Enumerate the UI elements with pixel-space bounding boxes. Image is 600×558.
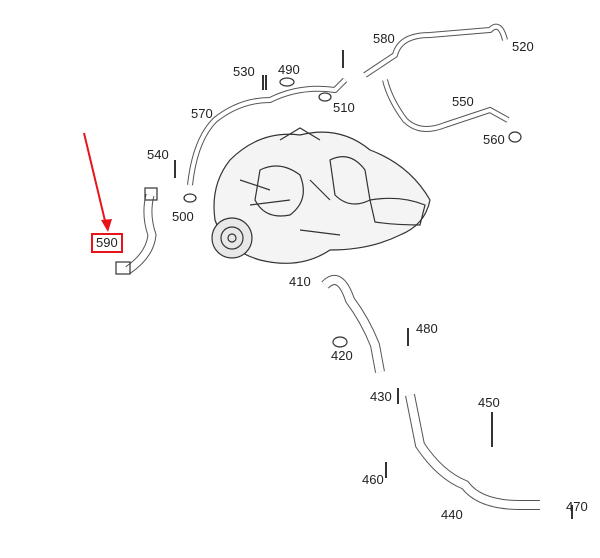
label-590-highlighted: 590 bbox=[91, 233, 123, 253]
label-480: 480 bbox=[416, 321, 438, 336]
label-500: 500 bbox=[172, 209, 194, 224]
label-580: 580 bbox=[373, 31, 395, 46]
label-560: 560 bbox=[483, 132, 505, 147]
label-570: 570 bbox=[191, 106, 213, 121]
label-470: 470 bbox=[566, 499, 588, 514]
label-450: 450 bbox=[478, 395, 500, 410]
highlight-arrow bbox=[83, 132, 112, 232]
label-460: 460 bbox=[362, 472, 384, 487]
label-510: 510 bbox=[333, 100, 355, 115]
turbocharger bbox=[211, 127, 431, 264]
pipe-440 bbox=[405, 394, 540, 510]
label-420: 420 bbox=[331, 348, 353, 363]
label-410: 410 bbox=[289, 274, 311, 289]
label-440: 440 bbox=[441, 507, 463, 522]
label-540: 540 bbox=[147, 147, 169, 162]
label-530: 530 bbox=[233, 64, 255, 79]
label-550: 550 bbox=[452, 94, 474, 109]
label-490: 490 bbox=[278, 62, 300, 77]
label-430: 430 bbox=[370, 389, 392, 404]
pipe-550 bbox=[382, 79, 510, 132]
label-520: 520 bbox=[512, 39, 534, 54]
